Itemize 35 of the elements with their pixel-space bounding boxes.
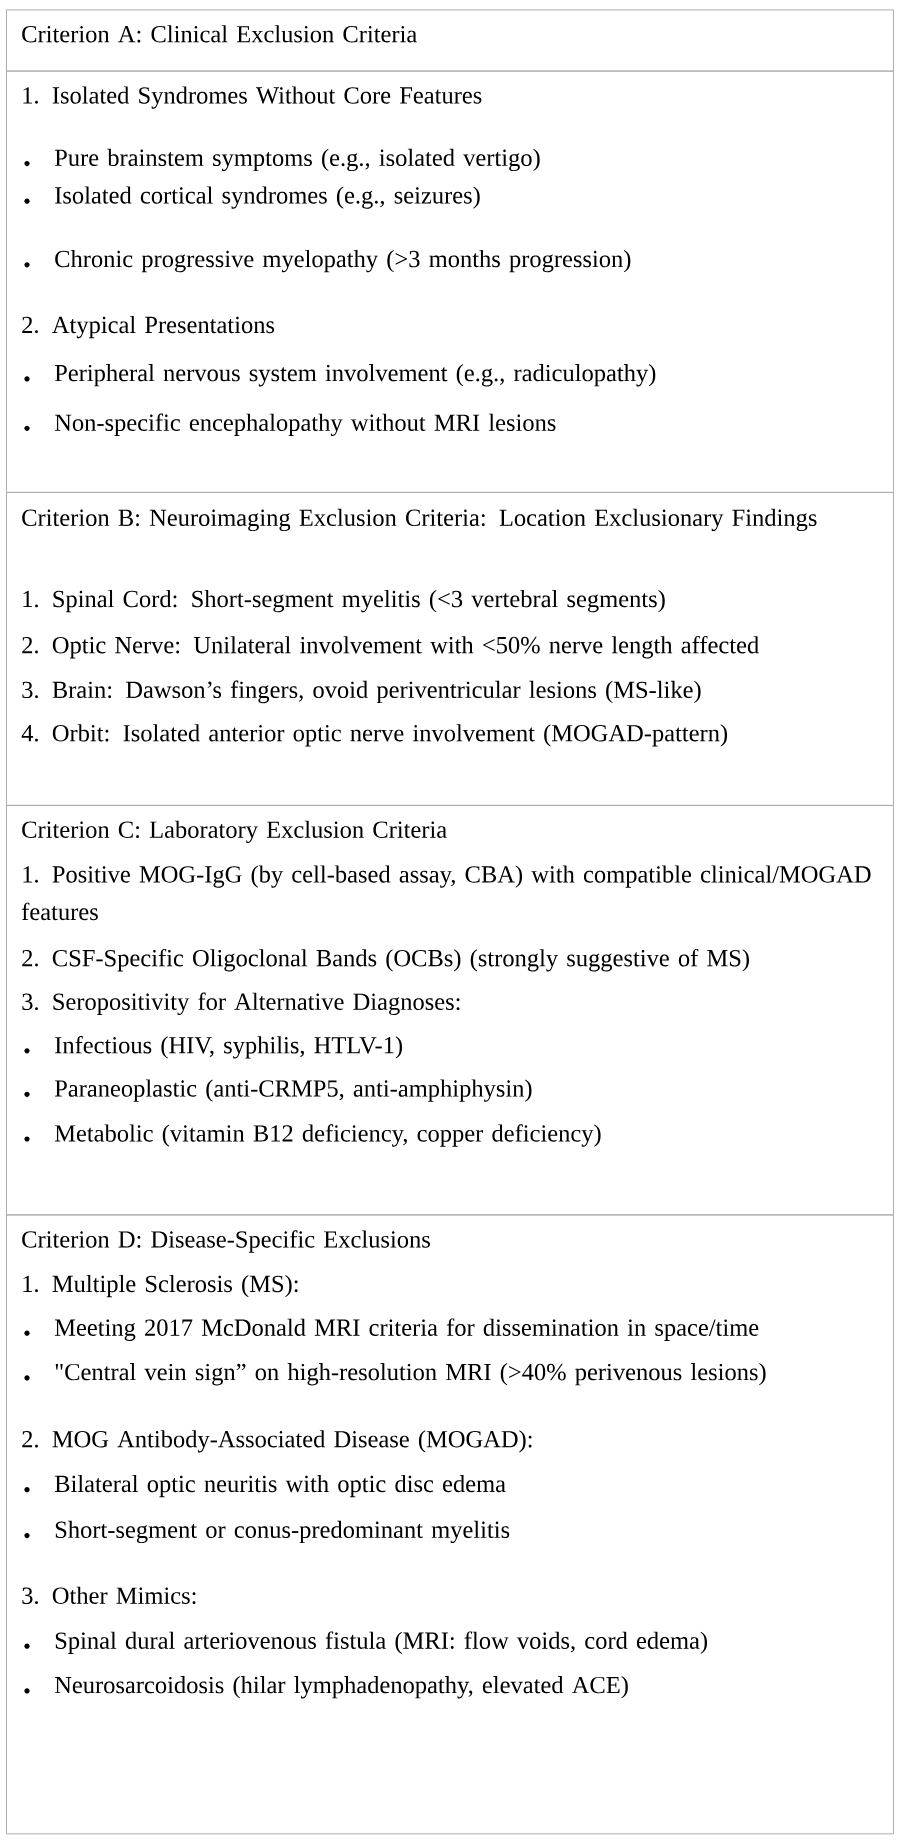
bullet-item: Short-segment or conus-predominant myelitis <box>24 1520 510 1544</box>
list-item: 2. Atypical Presentations <box>22 315 275 339</box>
list-item: 3. Brain: Dawson’s fingers, ovoid periventricular lesions (MS-like) <box>22 680 701 704</box>
table-cell <box>6 804 894 1216</box>
list-item: 2. MOG Antibody-Associated Disease (MOGAD): <box>22 1430 532 1453</box>
list-item: 1. Isolated Syndromes Without Core Features <box>23 86 482 109</box>
list-item: 3. Other Mimics: <box>22 1586 196 1605</box>
list-item: 1. Positive MOG-IgG (by cell-based assay, CBA) with compatible clinical/MOGAD features <box>21 865 871 921</box>
bullet-item: Chronic progressive myelopathy (>3 months progression) <box>24 250 631 273</box>
list-item: 3. Seropositivity for Alternative Diagnoses: <box>22 992 460 1016</box>
bullet-item: Pure brainstem symptoms (e.g., isolated vertigo) <box>24 148 540 172</box>
cell-heading: Criterion D: Disease-Specific Exclusions <box>22 1230 430 1253</box>
list-item: 1. Spinal Cord: Short-segment myelitis (<3 vertebral segments) <box>23 590 665 613</box>
list-item: 4. Orbit: Isolated anterior optic nerve involvement (MOGAD-pattern) <box>21 724 728 747</box>
list-item: 1. Multiple Sclerosis (MS): <box>23 1274 298 1298</box>
cell-heading: Criterion B: Neuroimaging Exclusion Criteria: Location Exclusionary Findings <box>22 508 817 532</box>
bullet-item: Meeting 2017 McDonald MRI criteria for dissemination in space/time <box>24 1318 759 1341</box>
bullet-item: Peripheral nervous system involvement (e.g., radiculopathy) <box>24 364 656 387</box>
table-cell <box>6 70 894 493</box>
list-item: 2. CSF-Specific Oligoclonal Bands (OCBs) (strongly suggestive of MS) <box>22 948 749 972</box>
table-cell <box>6 491 894 806</box>
table-cell <box>6 9 894 72</box>
bullet-item: Isolated cortical syndromes (e.g., seizures) <box>24 186 480 209</box>
bullet-item: Non-specific encephalopathy without MRI lesions <box>24 413 556 437</box>
bullet-item: Paraneoplastic (anti-CRMP5, anti-amphiphysin) <box>24 1079 532 1102</box>
bullet-item: Neurosarcoidosis (hilar lymphadenopathy, elevated ACE) <box>24 1676 628 1699</box>
bullet-item: Metabolic (vitamin B12 deficiency, copper deficiency) <box>24 1124 601 1147</box>
bullet-item: Infectious (HIV, syphilis, HTLV-1) <box>24 1036 402 1059</box>
table-cell <box>6 1214 894 1835</box>
bullet-item: Bilateral optic neuritis with optic disc edema <box>24 1474 506 1498</box>
bullet-item: Spinal dural arteriovenous fistula (MRI: flow voids, cord edema) <box>24 1631 707 1654</box>
cell-heading: Criterion C: Laboratory Exclusion Criteria <box>22 820 447 843</box>
cell-heading: Criterion A: Clinical Exclusion Criteria <box>22 25 417 43</box>
list-item: 2. Optic Nerve: Unilateral involvement with <50% nerve length affected <box>22 635 759 659</box>
bullet-item: "Central vein sign” on high-resolution MRI (>40% perivenous lesions) <box>24 1363 766 1386</box>
